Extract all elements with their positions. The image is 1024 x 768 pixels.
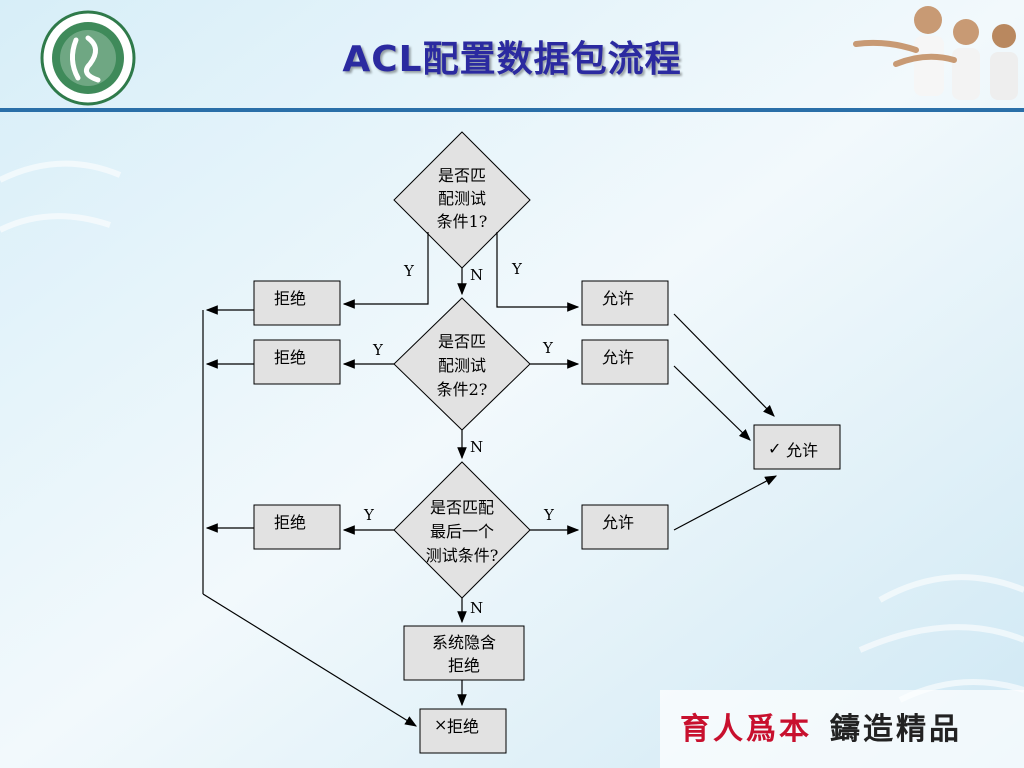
deny-box-1-label: 拒绝 <box>274 289 306 308</box>
deny-box-1 <box>253 280 341 326</box>
final-permit-box <box>753 424 841 470</box>
edge-label-y-5: Y <box>363 506 375 524</box>
deny-box-2-label: 拒绝 <box>274 348 306 367</box>
decision-1-line-1: 是否匹 <box>438 166 486 185</box>
permit-box-2-label: 允许 <box>602 348 634 367</box>
people-photo-icon <box>853 6 1018 100</box>
slogan-black: 鑄造精品 <box>830 712 962 747</box>
decision-3-line-2: 最后一个 <box>430 522 494 541</box>
permit-box-2 <box>581 339 669 385</box>
final-deny-label: 拒绝 <box>447 717 479 736</box>
deny-box-2 <box>253 339 341 385</box>
edge-label-y-4: Y <box>542 339 554 357</box>
permit-box-1 <box>581 280 669 326</box>
final-deny-box <box>419 708 507 754</box>
decision-2-line-1: 是否匹 <box>438 332 486 351</box>
edge-label-y-6: Y <box>543 506 555 524</box>
slide-title: ACL配置数据包流程 <box>342 39 682 80</box>
edge-label-y-1: Y <box>403 262 415 280</box>
permit-box-1-label: 允许 <box>602 289 634 308</box>
decision-2-line-2: 配测试 <box>438 356 486 375</box>
permit-box-3 <box>581 504 669 550</box>
decision-1-line-3: 条件1? <box>437 212 488 231</box>
deny-box-3-label: 拒绝 <box>274 513 306 532</box>
decision-3-line-1: 是否匹配 <box>430 498 494 517</box>
decision-3-line-3: 测试条件? <box>426 546 499 565</box>
implicit-deny-line-2: 拒绝 <box>448 656 480 675</box>
edge-label-n-1: N <box>470 266 483 284</box>
decision-2-line-3: 条件2? <box>437 380 488 399</box>
edge-label-y-2: Y <box>511 260 523 278</box>
school-logo-icon <box>40 10 136 106</box>
deny-box-3 <box>253 504 341 550</box>
check-icon: ✓ <box>768 439 781 458</box>
permit-box-3-label: 允许 <box>602 513 634 532</box>
edge-label-n-2: N <box>470 438 483 456</box>
edge-label-y-3: Y <box>372 341 384 359</box>
cross-icon: × <box>434 715 447 734</box>
slogan: 育人爲本鑄造精品 <box>680 704 962 748</box>
implicit-deny-box <box>403 625 525 681</box>
implicit-deny-line-1: 系统隐含 <box>432 633 496 652</box>
edge-label-n-3: N <box>470 599 483 617</box>
slogan-red: 育人爲本 <box>680 712 812 747</box>
decision-1-line-2: 配测试 <box>438 189 486 208</box>
final-permit-label: 允许 <box>786 441 818 460</box>
